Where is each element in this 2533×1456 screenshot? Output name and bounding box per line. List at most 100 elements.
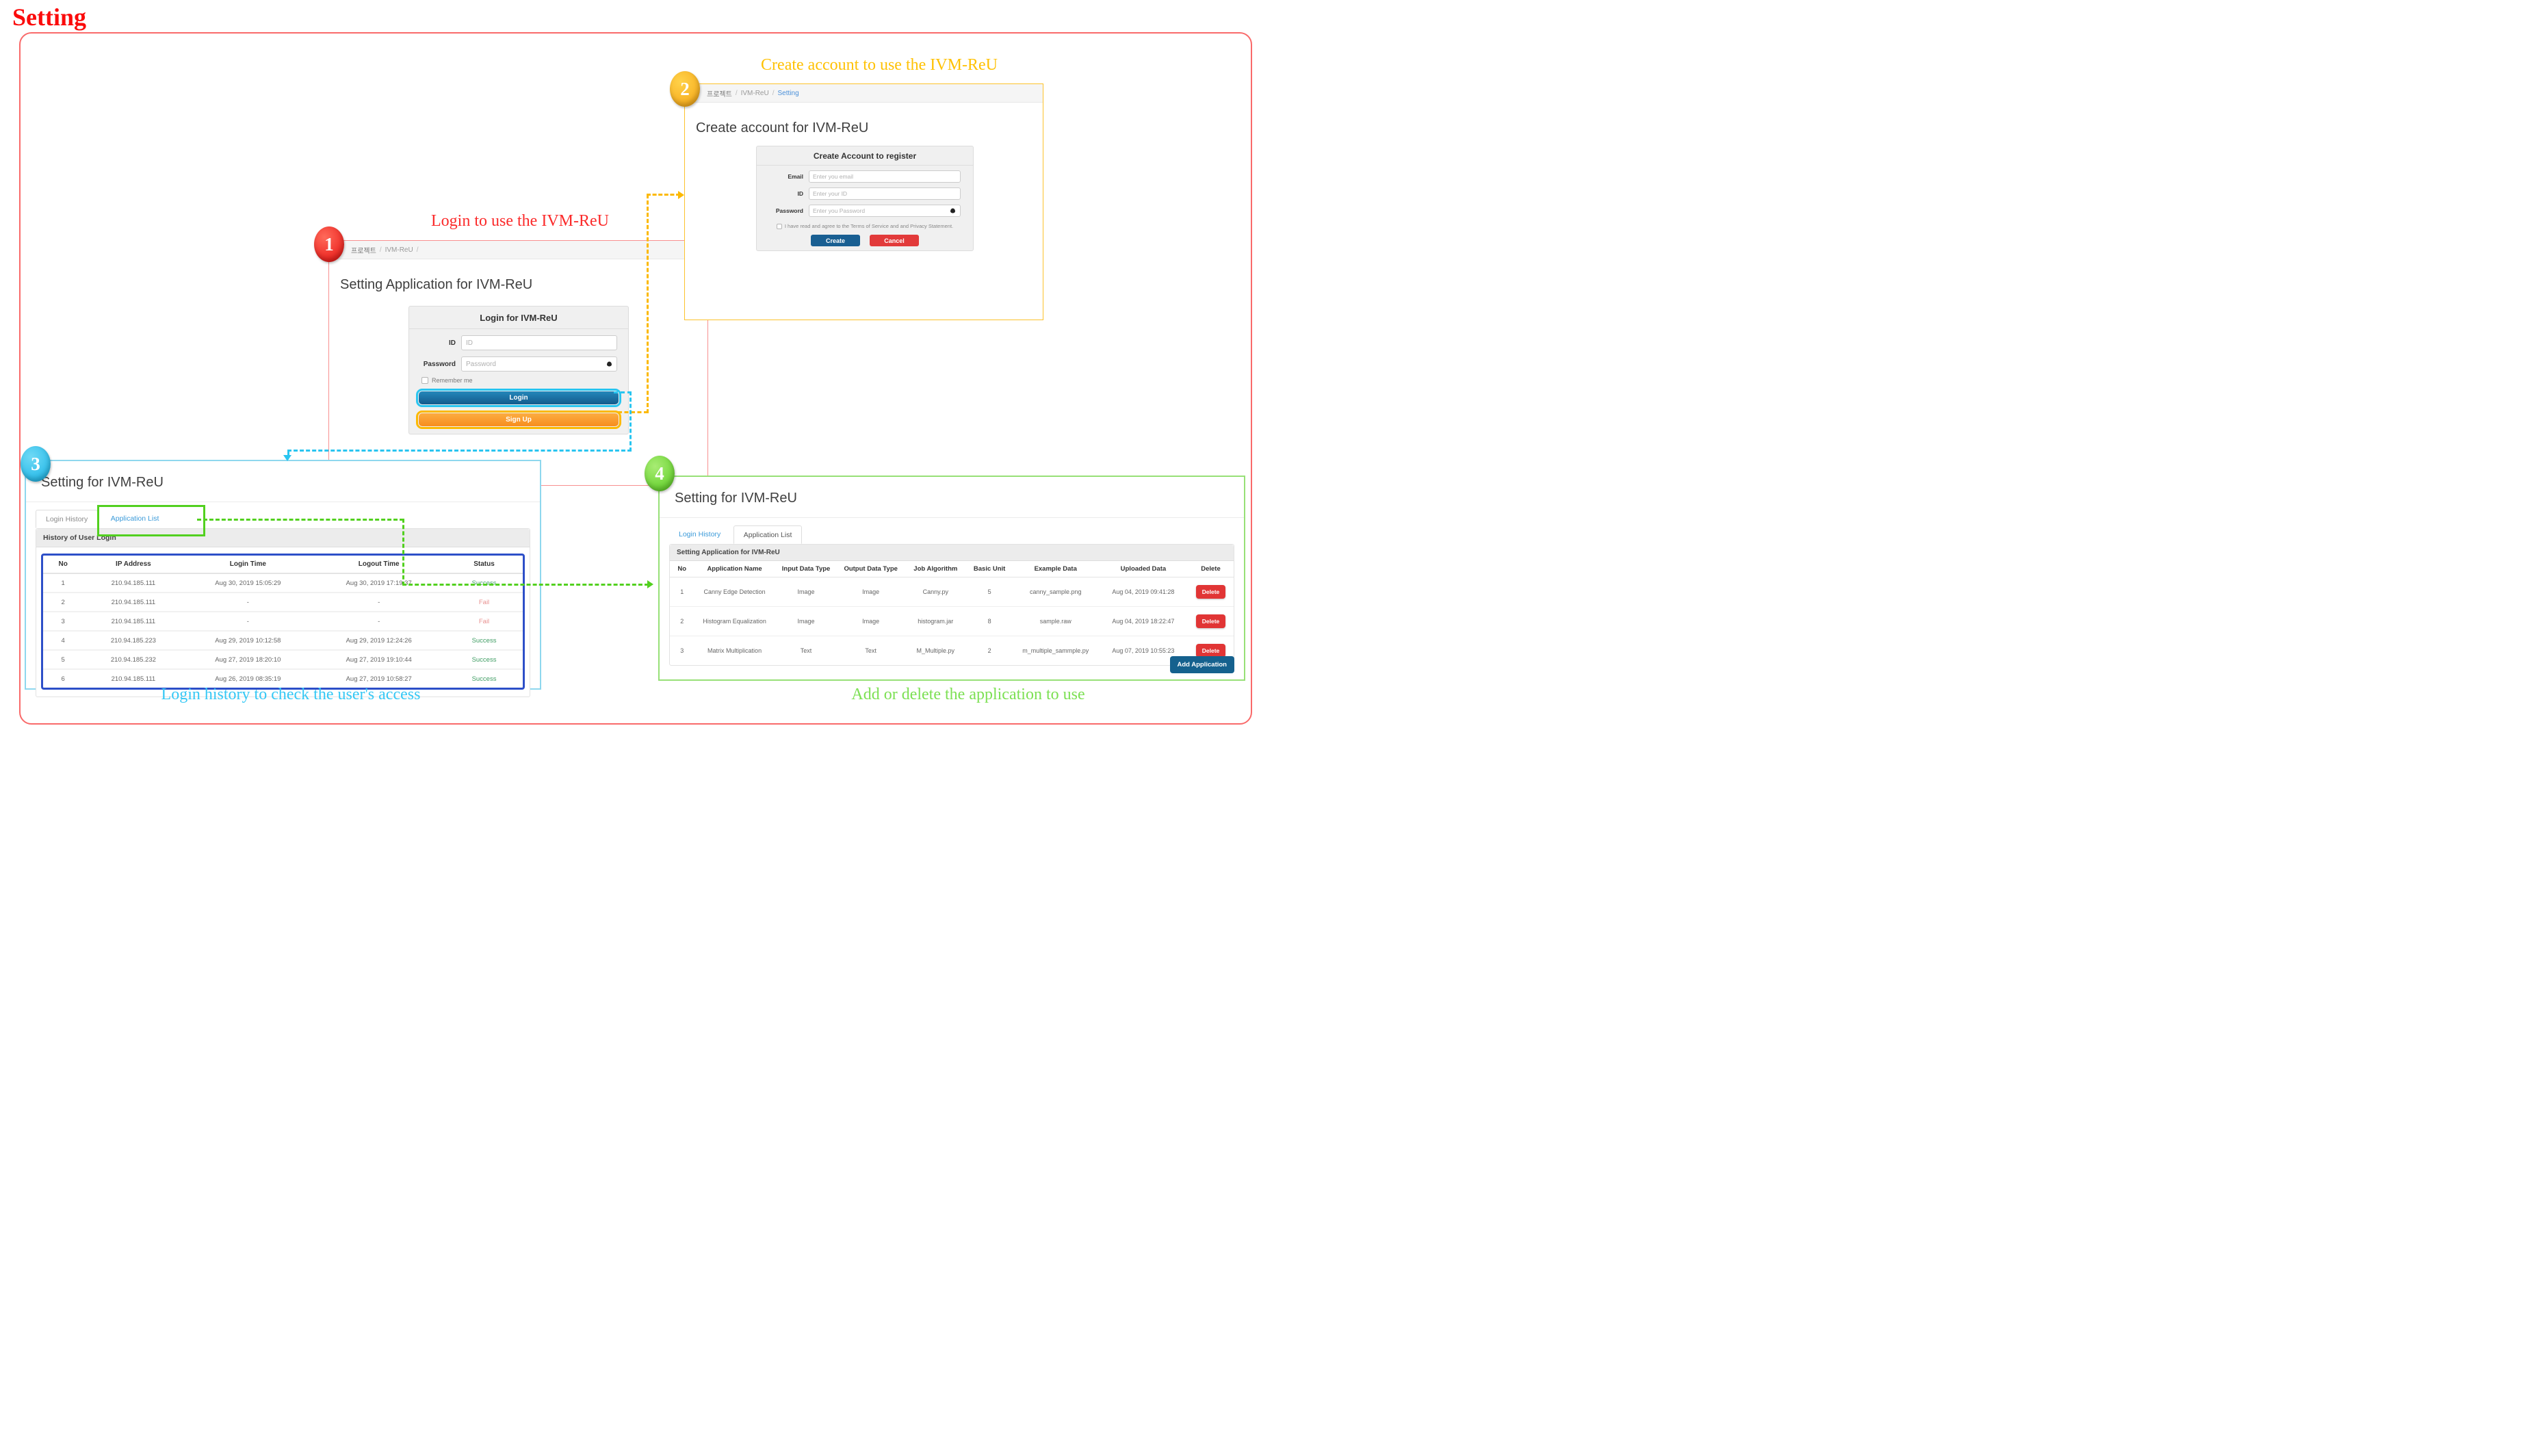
tab-application-list[interactable]: Application List <box>110 515 159 523</box>
table-row: 4 210.94.185.223 Aug 29, 2019 10:12:58 A… <box>43 631 523 651</box>
table-row: 2 210.94.185.111 - - Fail <box>43 593 523 612</box>
page-title: Setting Application for IVM-ReU <box>340 277 533 292</box>
cell-ip: 210.94.185.111 <box>111 675 156 683</box>
cell-output-type: Image <box>837 606 905 636</box>
delete-button[interactable]: Delete <box>1195 644 1226 658</box>
cell-input-type: Image <box>775 606 837 636</box>
page-title: Setting for IVM-ReU <box>41 475 164 490</box>
login-button[interactable]: Login <box>419 391 619 404</box>
divider <box>660 517 1244 518</box>
breadcrumb: 프로젝트 / IVM-ReU / Setting <box>685 84 1043 103</box>
cell-login-time: Aug 26, 2019 08:35:19 <box>215 675 281 683</box>
cell-app-name: Histogram Equalization <box>694 606 775 636</box>
figure-setting: Setting Create account to use the IVM-Re… <box>0 0 1266 728</box>
cell-example-data: canny_sample.png <box>1012 577 1099 607</box>
password-label: Password <box>423 360 456 368</box>
application-list-arrow-segment <box>402 519 404 586</box>
breadcrumb-separator: / <box>735 89 738 97</box>
cell-ip: 210.94.185.111 <box>83 612 184 632</box>
breadcrumb-root[interactable]: 프로젝트 <box>351 247 376 255</box>
step-badge-2: 2 <box>670 71 700 107</box>
figure-outer-border <box>19 32 1252 725</box>
tab-bar: Login History Application List <box>36 505 530 536</box>
cell-status: Success <box>445 573 523 593</box>
terms-checkbox[interactable] <box>776 223 782 229</box>
cell-status: Success <box>445 650 523 670</box>
cell-status: Success <box>445 631 523 651</box>
email-input[interactable] <box>809 170 961 183</box>
cell-no: 4 <box>43 631 83 651</box>
cell-login-time: - <box>183 612 313 632</box>
register-form: Create Account to register Email ID Pass… <box>756 146 974 251</box>
column-header: Job Algorithm <box>904 561 967 577</box>
remember-me-checkbox[interactable] <box>421 377 428 384</box>
add-application-button[interactable]: Add Application <box>1169 656 1234 673</box>
page-title: Create account for IVM-ReU <box>696 120 869 135</box>
panel-create-account: 프로젝트 / IVM-ReU / Setting Create account … <box>684 83 1043 320</box>
delete-button[interactable]: Delete <box>1195 614 1226 628</box>
password-input[interactable] <box>809 205 961 217</box>
cell-ip: 210.94.185.111 <box>83 573 184 593</box>
signup-button-highlight: Sign Up <box>416 411 621 429</box>
id-label: ID <box>449 339 456 347</box>
cell-output-type: Text <box>865 647 876 654</box>
terms-label: I have read and agree to the Terms of Se… <box>784 223 954 229</box>
column-header: Login Time <box>183 556 313 574</box>
table-body: 1 210.94.185.111 Aug 30, 2019 15:05:29 A… <box>43 573 523 688</box>
cell-no: 5 <box>43 650 83 670</box>
table-row: 5 210.94.185.232 Aug 27, 2019 18:20:10 A… <box>43 650 523 670</box>
cell-example-data: sample.raw <box>1012 606 1099 636</box>
breadcrumb-root[interactable]: 프로젝트 <box>707 90 732 99</box>
breadcrumb-setting[interactable]: Setting <box>777 89 799 97</box>
cell-ip: 210.94.185.232 <box>83 650 184 670</box>
table-row: 1 210.94.185.111 Aug 30, 2019 15:05:29 A… <box>43 573 523 593</box>
tab-login-history[interactable]: Login History <box>36 510 99 528</box>
breadcrumb-app[interactable]: IVM-ReU <box>740 89 769 97</box>
login-form: Login for IVM-ReU ID Password Remember m… <box>408 306 629 434</box>
column-header: IP Address <box>83 556 184 574</box>
cell-uploaded-data: Aug 07, 2019 10:55:23 <box>1112 647 1175 654</box>
delete-button[interactable]: Delete <box>1195 585 1226 599</box>
cell-output-type: Image <box>837 577 905 607</box>
table-row: 3 210.94.185.111 - - Fail <box>43 612 523 632</box>
cell-logout-time: Aug 27, 2019 10:58:27 <box>346 675 412 683</box>
cell-job-algorithm: Canny.py <box>904 577 967 607</box>
cancel-button[interactable]: Cancel <box>870 235 919 246</box>
step-badge-1: 1 <box>314 226 344 262</box>
application-list-arrow-segment <box>402 584 649 586</box>
cell-no: 2 <box>670 606 694 636</box>
breadcrumb-app[interactable]: IVM-ReU <box>385 246 413 254</box>
password-input[interactable] <box>461 356 617 372</box>
cell-input-type: Text <box>800 647 812 654</box>
password-eye-icon[interactable] <box>607 361 612 367</box>
cell-basic-unit: 2 <box>987 647 991 654</box>
column-header: Output Data Type <box>837 561 905 577</box>
create-button[interactable]: Create <box>811 235 860 246</box>
tab-application-list[interactable]: Application List <box>733 525 803 544</box>
column-header: Basic Unit <box>966 561 1013 577</box>
signup-button[interactable]: Sign Up <box>419 413 619 426</box>
table-row: 2 Histogram Equalization Image Image his… <box>670 606 1234 636</box>
cell-uploaded-data: Aug 04, 2019 18:22:47 <box>1098 606 1188 636</box>
password-eye-icon[interactable] <box>950 208 955 213</box>
panel-login: 프로젝트 / IVM-ReU / Setting Application for… <box>328 240 708 486</box>
cell-input-type: Image <box>775 577 837 607</box>
id-input[interactable] <box>809 187 961 200</box>
breadcrumb-separator: / <box>416 246 419 254</box>
column-header: Status <box>445 556 523 574</box>
cell-app-name: Canny Edge Detection <box>694 577 775 607</box>
id-input[interactable] <box>461 335 617 350</box>
signup-arrowhead-icon <box>678 191 684 199</box>
cell-job-algorithm: histogram.jar <box>904 606 967 636</box>
annotation-login: Login to use the IVM-ReU <box>431 212 609 230</box>
id-label: ID <box>797 190 804 197</box>
cell-no: 2 <box>43 593 83 612</box>
cell-ip: 210.94.185.223 <box>83 631 184 651</box>
tab-login-history[interactable]: Login History <box>679 530 721 538</box>
cell-uploaded-data: Aug 04, 2019 09:41:28 <box>1098 577 1188 607</box>
cell-login-time: Aug 27, 2019 18:20:10 <box>183 650 313 670</box>
